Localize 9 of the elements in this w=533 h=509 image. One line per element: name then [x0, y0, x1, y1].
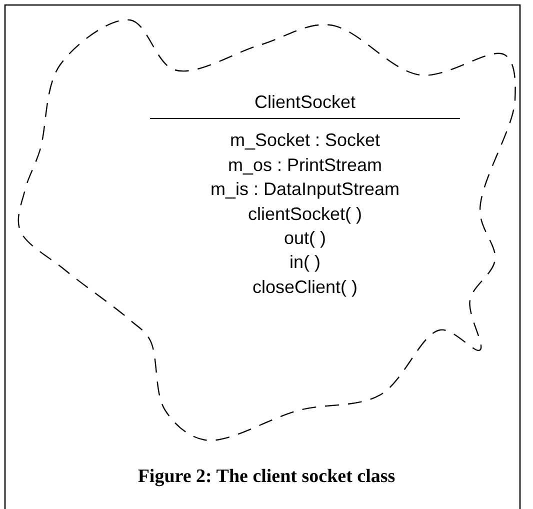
- attribute-text: m_is : DataInputStream: [209, 178, 401, 200]
- class-name: ClientSocket: [253, 91, 357, 113]
- method-text: out( ): [282, 227, 327, 249]
- method-text: in( ): [288, 251, 322, 274]
- figure-caption: Figure 2: The client socket class: [136, 466, 396, 488]
- attribute-text: m_os : PrintStream: [226, 154, 384, 176]
- method-text: clientSocket( ): [246, 202, 364, 225]
- attribute-text: m_Socket : Socket: [228, 129, 382, 152]
- method-text: closeClient( ): [251, 276, 359, 298]
